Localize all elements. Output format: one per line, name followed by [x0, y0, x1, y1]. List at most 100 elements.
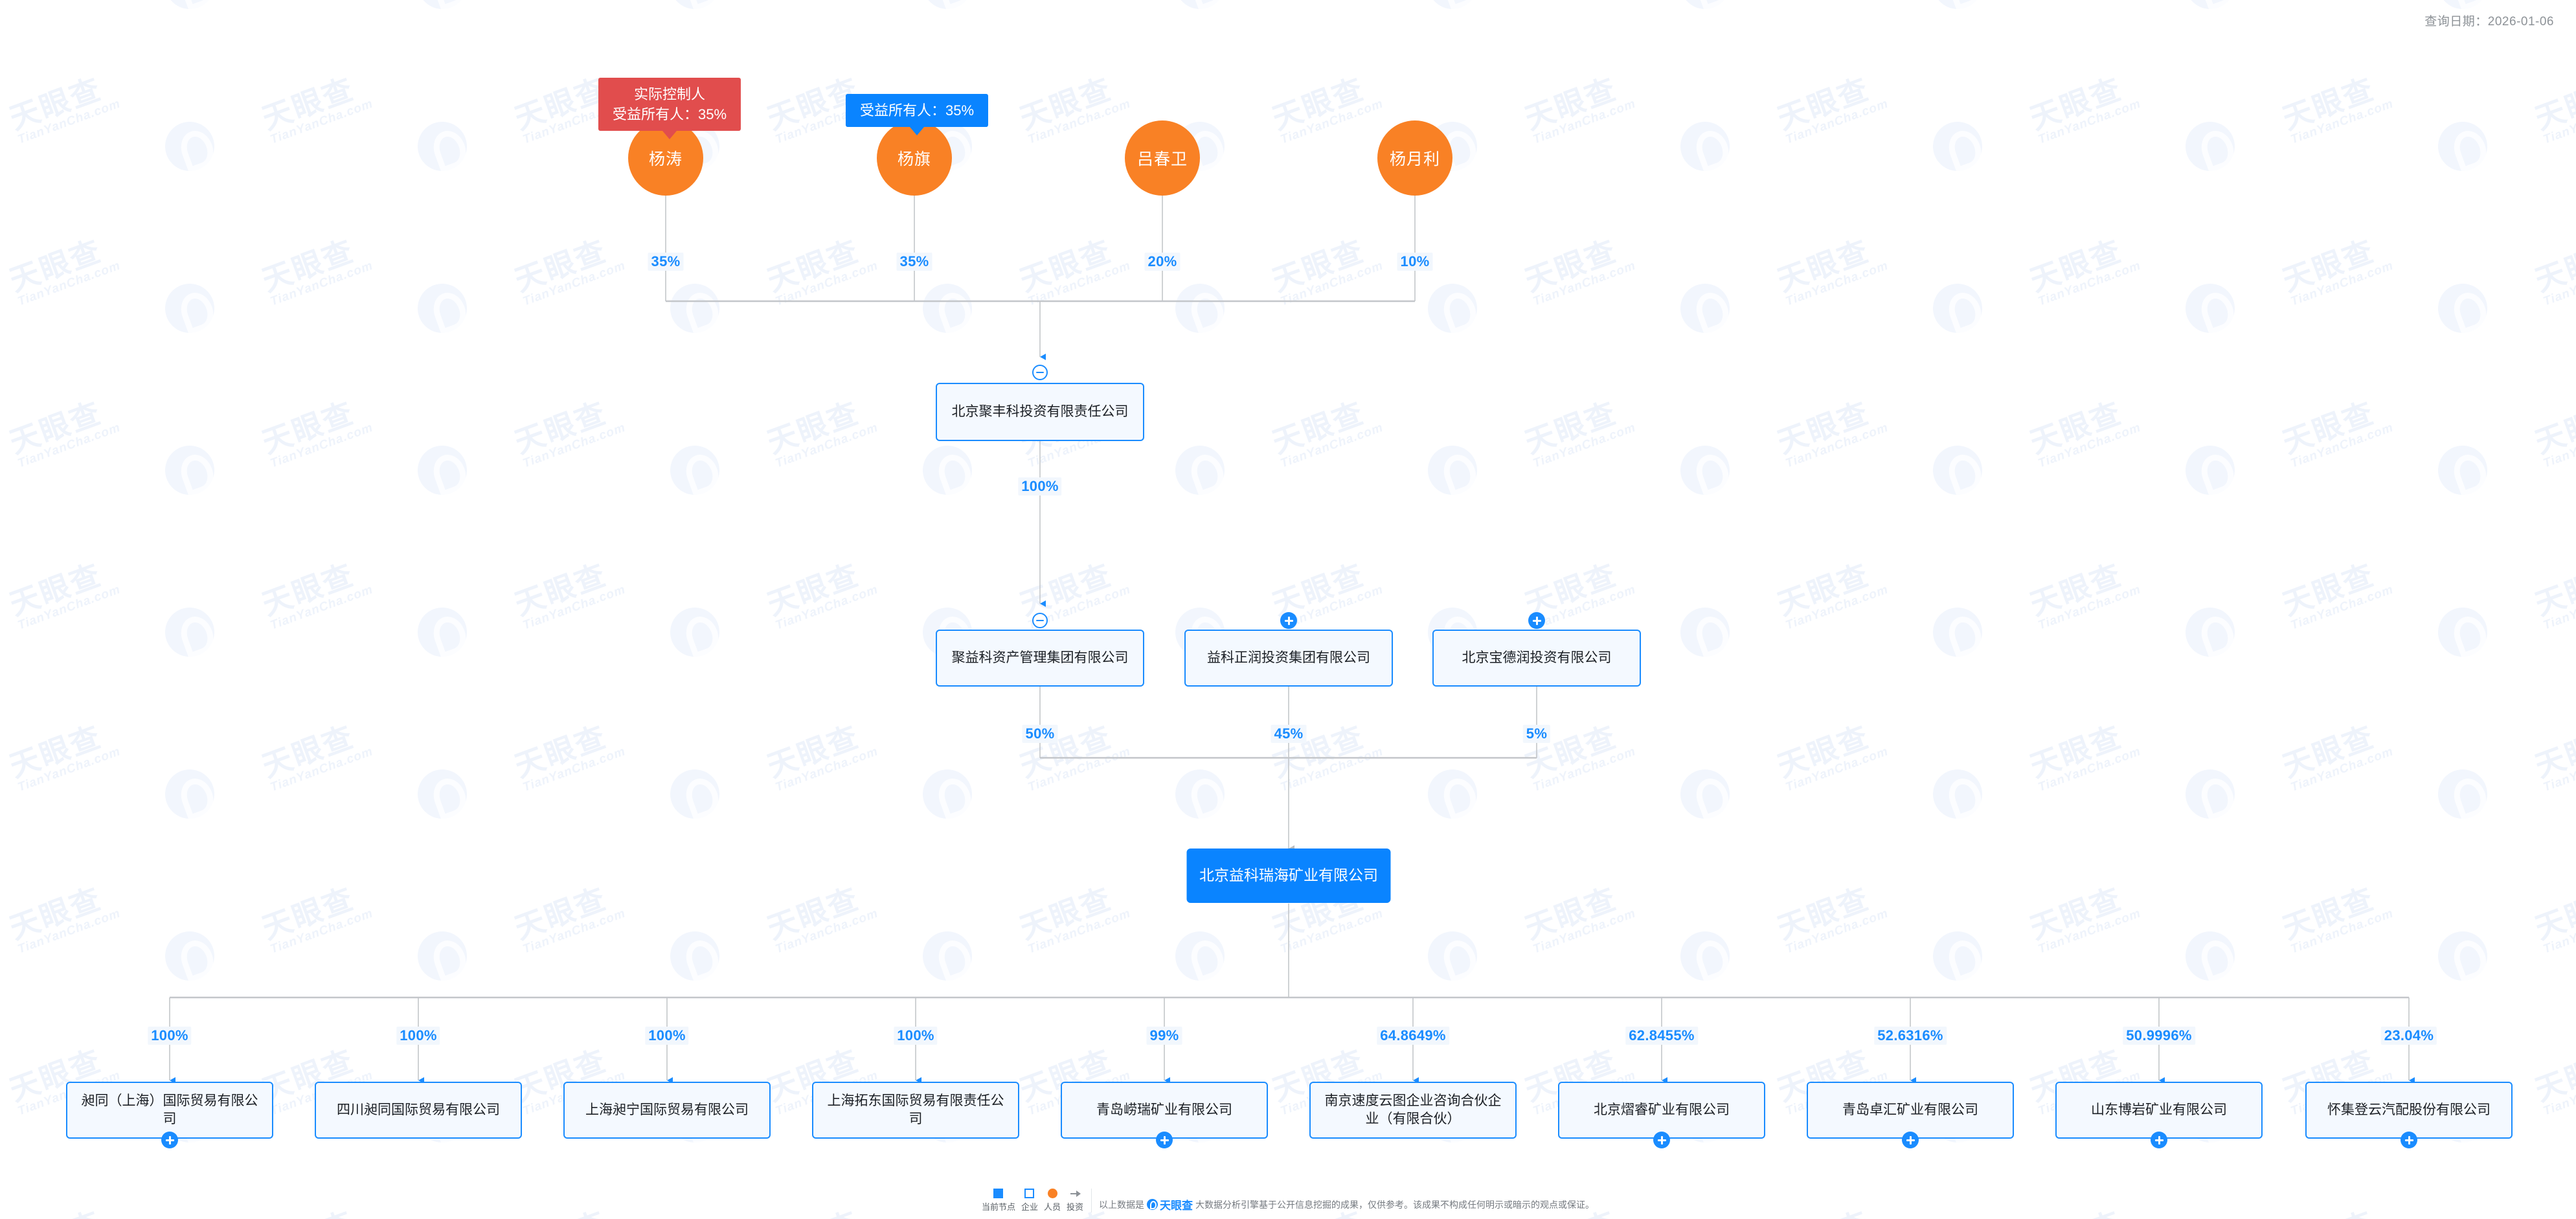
company-node-beijing-xirui[interactable]: 北京熠睿矿业有限公司: [1558, 1082, 1765, 1139]
disclaimer-text: 以上数据是 天眼查 大数据分析引擎基于公开信息挖掘的成果，仅供参考。该成果不构成…: [1092, 1196, 1594, 1213]
expand-toggle-beijing-xirui[interactable]: [1653, 1132, 1670, 1148]
watermark-logo-icon: [1168, 277, 1232, 340]
watermark-logo-icon: [411, 924, 474, 988]
watermark-logo-icon: [916, 277, 979, 340]
person-node-luchunwei[interactable]: 吕春卫: [1125, 120, 1200, 196]
company-node-current-yikeruihai[interactable]: 北京益科瑞海矿业有限公司: [1186, 849, 1391, 903]
watermark-logo-icon: [1926, 439, 1989, 502]
percent-label-shanghai-tuodong: 100%: [894, 1027, 938, 1045]
legend-label: 人员: [1044, 1202, 1061, 1212]
watermark-logo-icon: [2431, 924, 2494, 988]
watermark-logo-icon: [158, 277, 221, 340]
company-node-shanghai-tuodong[interactable]: 上海拓东国际贸易有限责任公司: [812, 1082, 1019, 1139]
expand-toggle-baoderun[interactable]: [1528, 612, 1545, 629]
watermark-logo-icon: [411, 0, 474, 16]
watermark-logo-icon: [2178, 115, 2242, 178]
legend-label: 企业: [1021, 1202, 1038, 1212]
company-name: 怀集登云汽配股份有限公司: [2327, 1102, 2491, 1117]
watermark-logo-icon: [1926, 0, 1989, 16]
expand-toggle-huaiji-dengyun[interactable]: [2401, 1132, 2417, 1148]
watermark-logo-icon: [1673, 439, 1737, 502]
watermark-logo-icon: [2178, 277, 2242, 340]
company-node-sichuan-changtong[interactable]: 四川昶同国际贸易有限公司: [315, 1082, 522, 1139]
percent-label-changtong-shanghai: 100%: [148, 1027, 192, 1045]
collapse-toggle-juyike[interactable]: [1032, 613, 1048, 628]
watermark-logo-icon: [411, 600, 474, 664]
tag-actual-controller[interactable]: 实际控制人 受益所有人：35%: [598, 78, 741, 141]
watermark-logo-icon: [1168, 0, 1232, 16]
expand-toggle-yikezhengrun[interactable]: [1280, 612, 1297, 629]
current-node-swatch-icon: [993, 1189, 1004, 1198]
watermark-logo-icon: [2178, 439, 2242, 502]
person-name: 杨旗: [897, 150, 931, 168]
company-node-qingdao-laorui[interactable]: 青岛崂瑞矿业有限公司: [1061, 1082, 1268, 1139]
expand-toggle-changtong-shanghai[interactable]: [161, 1132, 178, 1148]
watermark-logo-icon: [2178, 0, 2242, 16]
watermark-logo-icon: [2178, 924, 2242, 988]
company-node-changtong-shanghai[interactable]: 昶同（上海）国际贸易有限公司: [66, 1082, 273, 1139]
percent-label-qingdao-zhuohui: 52.6316%: [1874, 1027, 1947, 1045]
expand-toggle-qingdao-laorui[interactable]: [1156, 1132, 1173, 1148]
company-node-huaiji-dengyun[interactable]: 怀集登云汽配股份有限公司: [2305, 1082, 2513, 1139]
watermark-logo-icon: [411, 439, 474, 502]
company-node-shanghai-changning[interactable]: 上海昶宁国际贸易有限公司: [563, 1082, 771, 1139]
person-node-yangyueli[interactable]: 杨月利: [1377, 120, 1452, 196]
percent-label-shanghai-changning: 100%: [645, 1027, 689, 1045]
company-node-jufengke[interactable]: 北京聚丰科投资有限责任公司: [936, 383, 1144, 441]
company-node-yikezhengrun[interactable]: 益科正润投资集团有限公司: [1184, 630, 1393, 687]
tianyancha-logo-icon: [1147, 1199, 1158, 1210]
percent-label-shandong-boyan: 50.9996%: [2123, 1027, 2195, 1045]
company-node-qingdao-zhuohui[interactable]: 青岛卓汇矿业有限公司: [1807, 1082, 2014, 1139]
watermark-logo-icon: [2431, 277, 2494, 340]
company-node-shandong-boyan[interactable]: 山东博岩矿业有限公司: [2055, 1082, 2263, 1139]
company-node-nanjing-sudu[interactable]: 南京速度云图企业咨询合伙企业（有限合伙）: [1309, 1082, 1517, 1139]
person-swatch-icon: [1047, 1189, 1057, 1198]
watermark-logo-icon: [663, 600, 727, 664]
watermark-logo-icon: [663, 0, 727, 16]
watermark-logo-icon: [1926, 924, 1989, 988]
expand-toggle-shandong-boyan[interactable]: [2151, 1132, 2167, 1148]
watermark-logo-icon: [1421, 924, 1484, 988]
collapse-toggle-jufengke[interactable]: [1032, 365, 1048, 380]
watermark-logo-icon: [1673, 762, 1737, 826]
legend-label: 投资: [1067, 1202, 1084, 1212]
watermark-logo-icon: [1673, 115, 1737, 178]
company-name: 青岛崂瑞矿业有限公司: [1096, 1102, 1232, 1117]
company-node-juyike[interactable]: 聚益科资产管理集团有限公司: [936, 630, 1144, 687]
person-name: 吕春卫: [1136, 150, 1188, 168]
watermark-logo-icon: [1673, 277, 1737, 340]
invest-arrow-icon: [1070, 1189, 1081, 1198]
expand-toggle-qingdao-zhuohui[interactable]: [1902, 1132, 1919, 1148]
watermark-logo-icon: [1168, 762, 1232, 826]
watermark-logo-icon: [2431, 439, 2494, 502]
percent-label-beijing-xirui: 62.8455%: [1625, 1027, 1698, 1045]
company-name: 益科正润投资集团有限公司: [1207, 650, 1370, 665]
watermark-logo-icon: [2178, 600, 2242, 664]
tag-beneficial-owner[interactable]: 受益所有人：35%: [845, 94, 989, 136]
watermark-logo-icon: [1421, 439, 1484, 502]
company-node-baoderun[interactable]: 北京宝德润投资有限公司: [1432, 630, 1641, 687]
footer-bar: 当前节点 企业 人员 投资 以上数据是 天眼查 大数据分析引擎基于公开信息挖掘的…: [0, 1189, 2576, 1213]
